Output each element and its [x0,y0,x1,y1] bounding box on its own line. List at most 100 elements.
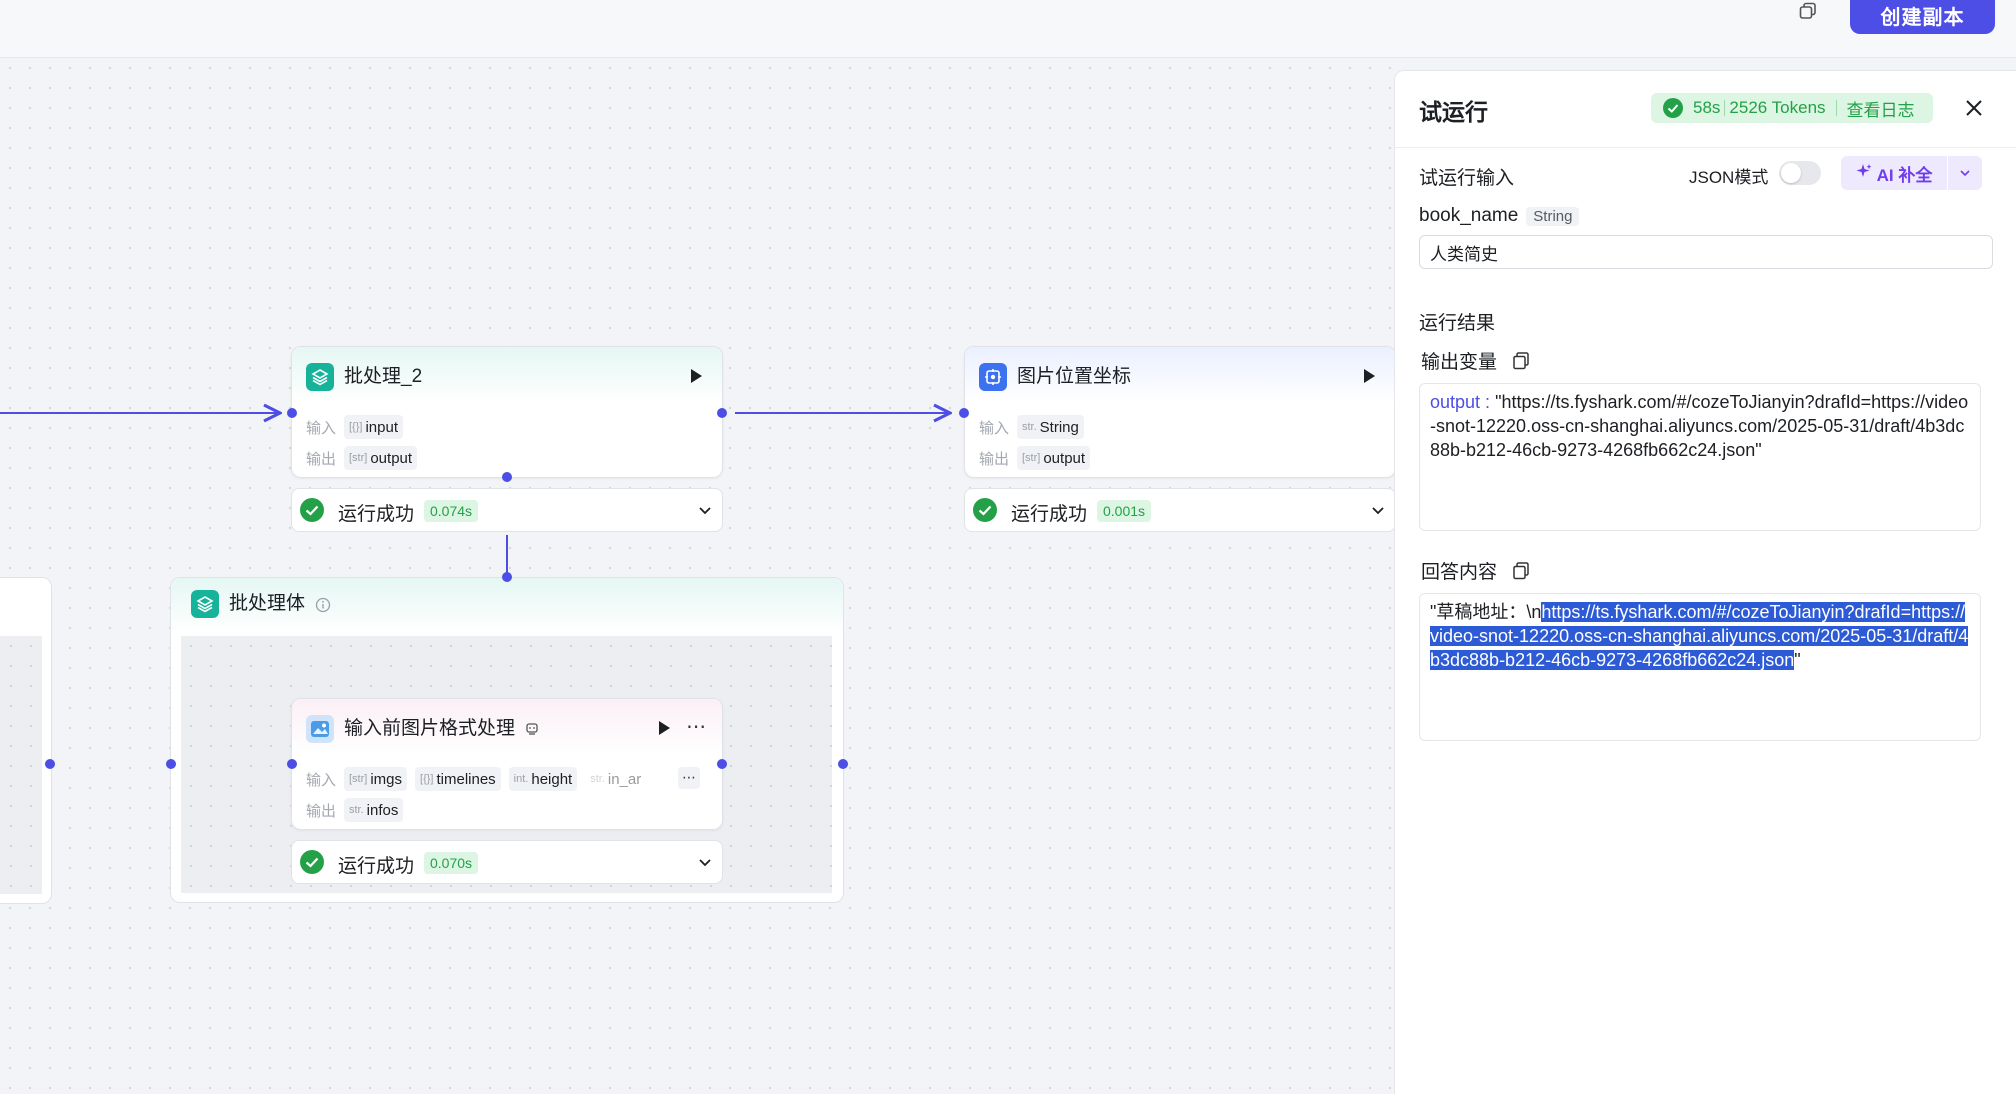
output-row: 输出 str.infos [306,798,411,822]
ai-fill-dropdown[interactable] [1948,156,1982,190]
run-duration: 58s [1693,98,1721,117]
param-tag: [{}]timelines [415,767,501,791]
port-top[interactable] [502,572,512,582]
output-row: 输出 [str]output [979,446,1098,470]
field-type-badge: String [1526,206,1580,226]
node-header [292,347,722,403]
port-out[interactable] [717,408,727,418]
close-icon[interactable] [1961,95,1987,121]
port-out[interactable] [717,759,727,769]
check-circle-icon [300,850,324,874]
param-tag: str.infos [344,798,404,822]
top-bar: 创建副本 [0,0,2016,58]
more-icon[interactable]: ⋯ [686,716,707,738]
toggle-knob [1781,163,1801,183]
input-row: 输入 [str]imgs [{}]timelines int.height st… [306,767,710,791]
answer-suffix: " [1794,650,1801,670]
workflow-canvas[interactable]: 批处理_2 输入 [{}]input 输出 [str]output 运行成功 0… [0,58,1394,1093]
run-input-section-title: 试运行输入 [1419,168,1515,189]
chevron-down-icon[interactable] [1369,501,1387,519]
field-label: book_name [1419,205,1519,226]
status-text: 运行成功 [338,856,415,877]
check-circle-icon [300,498,324,522]
output-label: 输出 [979,450,1010,468]
answer-content-box[interactable]: "草稿地址：\nhttps://ts.fyshark.com/#/cozeToJ… [1419,593,1981,741]
copy-icon[interactable] [1511,351,1531,371]
answer-content-label: 回答内容 [1421,562,1498,583]
param-tag: [str]output [1017,446,1091,470]
node-title: 批处理_2 [344,366,423,387]
input-label: 输入 [979,419,1010,437]
param-tag: [str]output [344,446,418,470]
node-status-bar[interactable]: 运行成功 0.070s [291,840,723,884]
port-in[interactable] [166,759,176,769]
param-tag: int.height [508,767,578,791]
plugin-icon [979,363,1007,391]
param-tag: [{}]input [344,415,403,439]
param-tag: [str]imgs [344,767,408,791]
node-header [292,699,722,755]
play-icon[interactable] [655,719,673,737]
port-bottom[interactable] [502,472,512,482]
container-header [171,578,843,634]
edge-layer [0,58,1394,1093]
json-mode-toggle[interactable] [1779,161,1821,185]
output-vars-box[interactable]: output : "https://ts.fyshark.com/#/cozeT… [1419,383,1981,531]
output-value: "https://ts.fyshark.com/#/cozeToJianyin?… [1430,392,1969,460]
output-label: 输出 [306,450,337,468]
left-container-partial[interactable] [0,577,52,904]
chevron-down-icon[interactable] [696,853,714,871]
chevron-down-icon [1960,170,1970,177]
container-title: 批处理体 [229,593,306,614]
node-header [965,347,1394,403]
copy-icon[interactable] [1511,561,1531,581]
node-batch2[interactable]: 批处理_2 输入 [{}]input 输出 [str]output [291,346,723,478]
more-params-icon[interactable]: ⋯ [678,767,700,789]
play-icon[interactable] [687,367,705,385]
run-summary-badge: 58s 2526 Tokens 查看日志 [1651,93,1933,123]
status-time-badge: 0.074s [424,500,479,522]
field-book-name: book_name String [1419,205,1580,227]
output-row: 输出 [str]output [306,446,425,470]
input-label: 输入 [306,419,337,437]
chevron-down-icon[interactable] [696,501,714,519]
layers-icon [191,590,219,618]
check-circle-icon [1663,98,1683,118]
port-left-out[interactable] [45,759,55,769]
node-pre-image-format[interactable]: 输入前图片格式处理 ⋯ 输入 [str]imgs [{}]timelines i… [291,698,723,830]
play-icon[interactable] [1360,367,1378,385]
code-image-icon [306,715,334,743]
run-tokens: 2526 Tokens [1729,98,1826,117]
port-in[interactable] [287,408,297,418]
node-title: 输入前图片格式处理 [344,718,516,739]
badge-separator [1835,100,1837,116]
node-status-bar[interactable]: 运行成功 0.001s [964,488,1394,532]
create-copy-button[interactable]: 创建副本 [1850,0,1995,34]
run-result-section-title: 运行结果 [1419,313,1496,334]
ai-fill-button[interactable]: AI 补全 [1841,156,1947,190]
test-run-panel: 试运行 58s 2526 Tokens 查看日志 试运行输入 JSON模式 AI… [1394,70,2016,1094]
ai-fill-label: AI 补全 [1876,165,1933,185]
view-log-link[interactable]: 查看日志 [1846,100,1915,120]
check-circle-icon [973,498,997,522]
node-status-bar[interactable]: 运行成功 0.074s [291,488,723,532]
panel-title: 试运行 [1419,99,1488,125]
book-name-input[interactable] [1419,235,1993,269]
json-mode-label: JSON模式 [1689,168,1769,187]
port-in[interactable] [959,408,969,418]
copy-window-icon[interactable] [1796,0,1820,22]
node-image-position[interactable]: 图片位置坐标 输入 str.String 输出 [str]output [964,346,1394,478]
param-tag: str.in_ar [590,770,642,788]
sparkle-icon [1856,163,1872,184]
status-text: 运行成功 [338,504,415,525]
robot-icon [525,721,539,740]
header-divider [1395,147,2016,148]
port-out[interactable] [838,759,848,769]
info-icon[interactable] [315,597,331,618]
input-label: 输入 [306,771,337,789]
port-in[interactable] [287,759,297,769]
status-time-badge: 0.070s [424,852,479,874]
key-colon: : [1480,392,1496,412]
status-text: 运行成功 [1011,504,1088,525]
param-tag: str.String [1017,415,1084,439]
